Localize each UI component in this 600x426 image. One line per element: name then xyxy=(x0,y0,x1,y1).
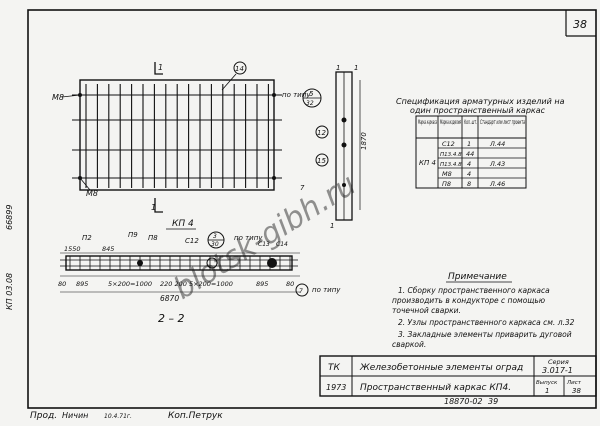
side-label-b: КП 03.08 xyxy=(5,273,14,310)
spec-row-1-item: С12 xyxy=(442,140,455,148)
sheet-number: 38 xyxy=(573,18,587,31)
spec-row-5-qty: 8 xyxy=(467,180,471,188)
spec-row-5-item: П8 xyxy=(442,180,451,188)
cut-label-2-2: 2 – 2 xyxy=(158,312,185,325)
label-c13: С13 xyxy=(258,241,270,248)
plan-view: 1 1 М8 М8 14 по типу xyxy=(52,61,311,213)
tb-title-1: Железобетонные элементы оград xyxy=(359,363,523,373)
sheet-frame xyxy=(27,9,597,409)
dim-80-right: 80 xyxy=(286,280,294,288)
mark-1a: 1 xyxy=(336,64,340,72)
dim-mid2: 220 200 5×200=1000 xyxy=(160,280,233,288)
label-p2: П2 xyxy=(82,234,92,242)
dim-1550: 1550 xyxy=(64,245,81,253)
dim-80-left: 80 xyxy=(58,280,66,288)
dim-total: 6870 xyxy=(160,294,179,303)
label-c12: С12 xyxy=(185,237,199,245)
callout-32: 32 xyxy=(306,100,314,107)
tb-sheet-label: Лист xyxy=(566,380,582,386)
callout-7-bottom: 7 xyxy=(299,288,303,295)
bottom-signature: Ничин xyxy=(62,411,88,420)
note-1a: 1. Сборку пространственного каркаса xyxy=(398,286,550,295)
spec-row-3-item: П13.4.8 xyxy=(440,162,462,168)
label-p9: П9 xyxy=(128,231,138,239)
po-tipu-top: по типу xyxy=(234,234,263,242)
spec-header-mark: Марка каркаса xyxy=(418,119,437,126)
left-margin-labels: 66899 КП 03.08 xyxy=(5,205,14,310)
spec-row-4-qty: 4 xyxy=(467,170,471,178)
bottom-page: 39 xyxy=(488,397,498,406)
tb-title-2: Пространственный каркас КП4. xyxy=(360,383,511,393)
spec-row-3-qty: 4 xyxy=(467,160,471,168)
spec-row-3-ref: Л.43 xyxy=(489,160,505,168)
callout-5: 5 xyxy=(309,90,314,98)
bottom-strip: Прод. Ничин 10.4.71г. Коп.Петрук 18870-0… xyxy=(30,397,498,421)
notes-title: Примечание xyxy=(448,272,507,282)
spec-row-5-ref: Л.46 xyxy=(489,180,505,188)
sheet-number-box: 38 xyxy=(565,10,596,37)
tb-sheet: 38 xyxy=(572,387,581,395)
note-3b: сваркой. xyxy=(392,340,426,349)
tb-issue: 1 xyxy=(545,387,549,395)
side-label-a: 66899 xyxy=(5,205,14,230)
title-block: ТК 1973 Железобетонные элементы оград Пр… xyxy=(319,355,597,397)
section-mark-top: 1 xyxy=(158,63,163,72)
callout-30: 30 xyxy=(211,241,219,248)
notes: Примечание 1. Сборку пространственного к… xyxy=(392,272,575,349)
spec-title-2: один пространственный каркас xyxy=(410,106,546,115)
spec-header-qty: Кол. шт. xyxy=(464,119,477,126)
spec-row-4-item: М8 xyxy=(442,170,452,178)
specification: Спецификация арматурных изделий на один … xyxy=(396,97,565,189)
spec-row-mark: КП 4 xyxy=(419,159,436,167)
po-tipu-plan: по типу xyxy=(282,91,311,99)
dim-mid: 5×200=1000 xyxy=(108,280,152,288)
dim-vertical: 1870 xyxy=(360,132,368,150)
callout-15: 15 xyxy=(317,157,326,165)
bottom-doc-number: 18870-02 xyxy=(444,397,483,406)
tb-code: ТК xyxy=(328,363,340,373)
spec-row-1-qty: 1 xyxy=(467,140,471,148)
dim-895-right: 895 xyxy=(256,280,268,288)
m8-bottom-label: М8 xyxy=(86,189,98,198)
spec-title-1: Спецификация арматурных изделий на xyxy=(396,97,565,106)
note-3a: 3. Закладные элементы приварить дуговой xyxy=(398,330,572,339)
side-section-view: 1870 1 1 5 32 12 15 7 1 xyxy=(300,64,368,230)
tb-series-label: Серия xyxy=(548,358,569,366)
dim-845: 845 xyxy=(102,245,114,253)
callout-3: 3 xyxy=(213,233,217,240)
bottom-left-label: Прод. xyxy=(30,411,57,421)
dim-895-left: 895 xyxy=(76,280,88,288)
tb-series: 3.017-1 xyxy=(542,366,573,375)
callout-12: 12 xyxy=(317,129,326,137)
mark-1c: 1 xyxy=(330,222,334,230)
section-mark-bottom: 1 xyxy=(151,203,156,212)
note-2: 2. Узлы пространственного каркаса см. л.… xyxy=(398,318,575,327)
spec-header-ref: Стандарт или лист проекта xyxy=(480,119,525,126)
spec-header-item: Марка изделия xyxy=(440,119,461,126)
spec-row-2-item: П13.4.8 xyxy=(440,152,462,158)
callout-7-top: 7 xyxy=(300,184,305,192)
tb-year: 1973 xyxy=(326,383,346,392)
section-title-kp4: КП 4 xyxy=(172,219,194,229)
spec-row-2-qty: 44 xyxy=(466,150,474,158)
label-p8: П8 xyxy=(148,234,158,242)
note-1c: точечной сварки. xyxy=(392,306,461,315)
section-2-2: КП 4 П2 П9 П8 С12 3 30 по типу С13 С14 1… xyxy=(58,219,341,325)
tb-issue-label: Выпуск xyxy=(536,380,558,386)
bottom-copied: Коп.Петрук xyxy=(168,411,223,421)
m8-top-label: М8 xyxy=(52,93,64,102)
note-1b: производить в кондукторе с помощью xyxy=(392,296,545,305)
mark-1b: 1 xyxy=(354,64,358,72)
spec-row-1-ref: Л.44 xyxy=(489,140,505,148)
bottom-date: 10.4.71г. xyxy=(104,413,132,420)
beam-stirrups xyxy=(69,256,291,270)
callout-14: 14 xyxy=(235,65,244,73)
label-c14: С14 xyxy=(276,241,288,248)
plan-vertical-bars xyxy=(85,84,269,188)
po-tipu-bottom: по типу xyxy=(312,286,341,294)
